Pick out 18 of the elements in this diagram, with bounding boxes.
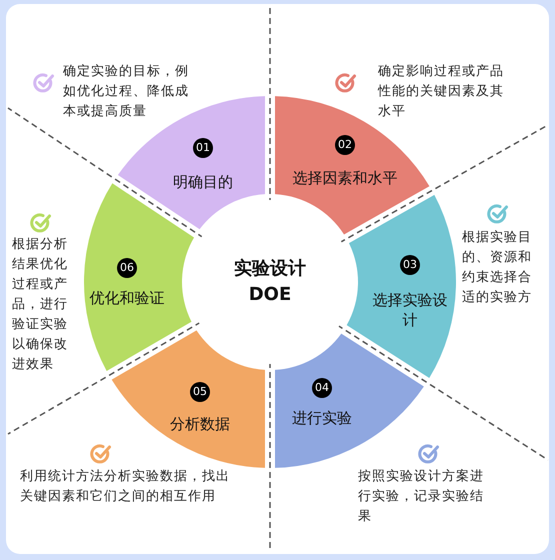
- step-title: 进行实验: [291, 408, 353, 428]
- ring-segment: [111, 330, 266, 468]
- center-title: 实验设计 DOE: [233, 257, 307, 307]
- description-text: 确定实验的目标，例如优化过程、降低成本或提高质量: [63, 63, 190, 121]
- step-title: 选择因素和水平: [292, 168, 398, 188]
- description-text: 根据实验目的、资源和约束选择合适的实验方: [462, 229, 533, 307]
- ring-segment: [117, 96, 266, 230]
- description-text: 确定影响过程或产品性能的关键因素及其水平: [378, 63, 505, 121]
- step-title: 明确目的: [172, 172, 234, 192]
- step-title: 分析数据: [169, 414, 231, 434]
- description-text: 利用统计方法分析实验数据，找出关键因素和它们之间的相互作用: [20, 468, 230, 506]
- ring-segment: [346, 194, 456, 379]
- ring-segment: [274, 96, 430, 235]
- description-text: 根据分析结果优化过程或产品，进行验证实验以确保改进效果: [12, 236, 69, 374]
- description-text: 按照实验设计方案进行实验，记录实验结果: [358, 468, 485, 526]
- step-title: 优化和验证: [88, 288, 166, 308]
- step-title: 选择实验设计: [372, 290, 448, 330]
- ring-segment: [274, 333, 424, 468]
